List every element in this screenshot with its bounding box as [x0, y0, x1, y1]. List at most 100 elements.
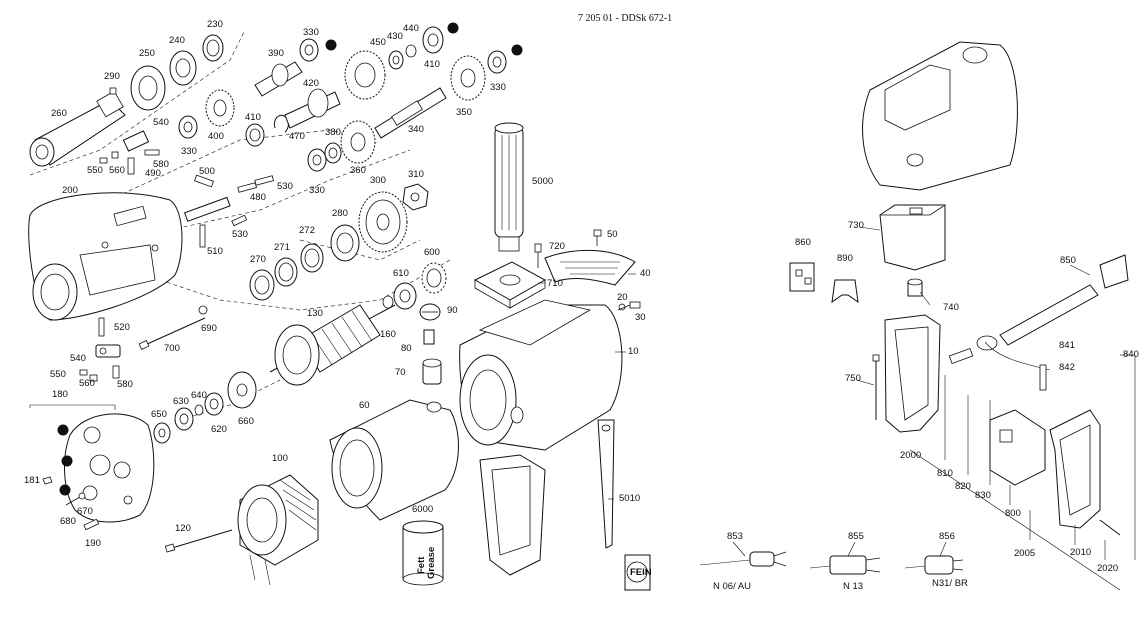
label-750: 750 [845, 373, 861, 384]
part-230-ring [202, 34, 224, 62]
part-90-cap [419, 303, 441, 321]
label-350: 350 [456, 107, 472, 118]
label-250: 250 [139, 48, 155, 59]
part-550-pin-upper [99, 157, 108, 164]
part-630-washer [174, 407, 194, 431]
label-330-a: 330 [303, 27, 319, 38]
part-500-pin [194, 174, 214, 188]
callout-a-top: A [328, 40, 335, 51]
part-250-bearing [130, 65, 166, 111]
label-10: 10 [628, 346, 639, 357]
label-800: 800 [1005, 508, 1021, 519]
part-160-bearing [382, 295, 394, 309]
label-200: 200 [62, 185, 78, 196]
label-190: 190 [85, 538, 101, 549]
part-190-pin [83, 518, 100, 531]
part-300-gear [358, 191, 408, 253]
part-841-terminal [1039, 364, 1047, 391]
part-2000-handle-center [479, 454, 546, 576]
label-90: 90 [447, 305, 458, 316]
part-440-ring [405, 44, 417, 58]
part-680-screw [65, 496, 81, 506]
label-830: 830 [975, 490, 991, 501]
label-580-b: 580 [117, 379, 133, 390]
part-810-clamp [948, 347, 974, 365]
label-430: 430 [387, 31, 403, 42]
label-420: 420 [303, 78, 319, 89]
part-5010-wedge [597, 419, 615, 549]
part-740-part [907, 278, 923, 297]
label-180: 180 [52, 389, 68, 400]
part-890-clip [831, 279, 859, 304]
label-410-b: 410 [424, 59, 440, 70]
grease-label-grease: Grease [426, 547, 437, 579]
part-120-screw [164, 529, 233, 553]
part-housing-right [862, 41, 1018, 191]
part-560-spring-lower [89, 374, 98, 382]
label-310: 310 [408, 169, 424, 180]
part-410-bearing-b [422, 26, 444, 54]
label-2020: 2020 [1097, 563, 1118, 574]
part-720-screw [534, 243, 542, 268]
document-id: 7 205 01 - DDSk 672-1 [578, 13, 672, 24]
part-40-cover [544, 249, 636, 286]
label-6000: 6000 [412, 504, 433, 515]
part-290-key [109, 87, 117, 95]
callout-b-left: B [62, 485, 69, 496]
label-100: 100 [272, 453, 288, 464]
grease-label-fett: Fett [416, 556, 427, 574]
label-560-b: 560 [79, 378, 95, 389]
label-2005: 2005 [1014, 548, 1035, 559]
label-853: 853 [727, 531, 743, 542]
label-280: 280 [332, 208, 348, 219]
part-430-washer [388, 50, 404, 70]
label-490: 490 [145, 168, 161, 179]
part-580-pin-lower [112, 365, 120, 379]
part-number-labels: 230 240 250 290 260 330 390 420 410 470 … [24, 19, 1139, 574]
callout-markers: A B C C A B [57, 22, 523, 496]
label-890: 890 [837, 253, 853, 264]
label-2000: 2000 [900, 450, 921, 461]
label-600: 600 [424, 247, 440, 258]
label-270: 270 [250, 254, 266, 265]
plug-855 [809, 555, 881, 575]
part-800-switch [989, 409, 1046, 486]
label-510: 510 [207, 246, 223, 257]
part-280-bearing [330, 224, 360, 262]
part-5000-handle [494, 122, 524, 252]
part-850-cable [976, 254, 1129, 351]
part-330-bearing-d [487, 50, 507, 74]
label-530-a: 530 [277, 181, 293, 192]
part-690-nut [198, 305, 208, 315]
label-530-b: 530 [232, 229, 248, 240]
part-620-bearing [204, 392, 224, 416]
label-2010: 2010 [1070, 547, 1091, 558]
plug-variant-n31-br: N31/ BR [932, 578, 968, 589]
label-650: 650 [151, 409, 167, 420]
leader-lines [909, 355, 1136, 591]
part-2020-screw [1099, 519, 1121, 536]
fein-logo: FEIN [624, 554, 652, 591]
label-842: 842 [1059, 362, 1075, 373]
label-560-a: 560 [109, 165, 125, 176]
label-660: 660 [238, 416, 254, 427]
callout-c-top: C [450, 23, 457, 34]
part-272-washer [300, 243, 324, 273]
label-720: 720 [549, 241, 565, 252]
label-181: 181 [24, 475, 40, 486]
label-390: 390 [268, 48, 284, 59]
part-181-plug [42, 476, 53, 485]
bracket-180 [29, 404, 116, 410]
callout-b-top: B [514, 45, 521, 56]
label-540-a: 540 [153, 117, 169, 128]
part-450-gear [344, 50, 386, 100]
part-6000-grease-tin: Fett Grease [402, 520, 444, 586]
label-730: 730 [848, 220, 864, 231]
label-640: 640 [191, 390, 207, 401]
part-580-pin-upper [144, 149, 160, 156]
label-540-b: 540 [70, 353, 86, 364]
label-710: 710 [547, 278, 563, 289]
label-40: 40 [640, 268, 651, 279]
plug-856 [904, 555, 964, 575]
label-855: 855 [848, 531, 864, 542]
